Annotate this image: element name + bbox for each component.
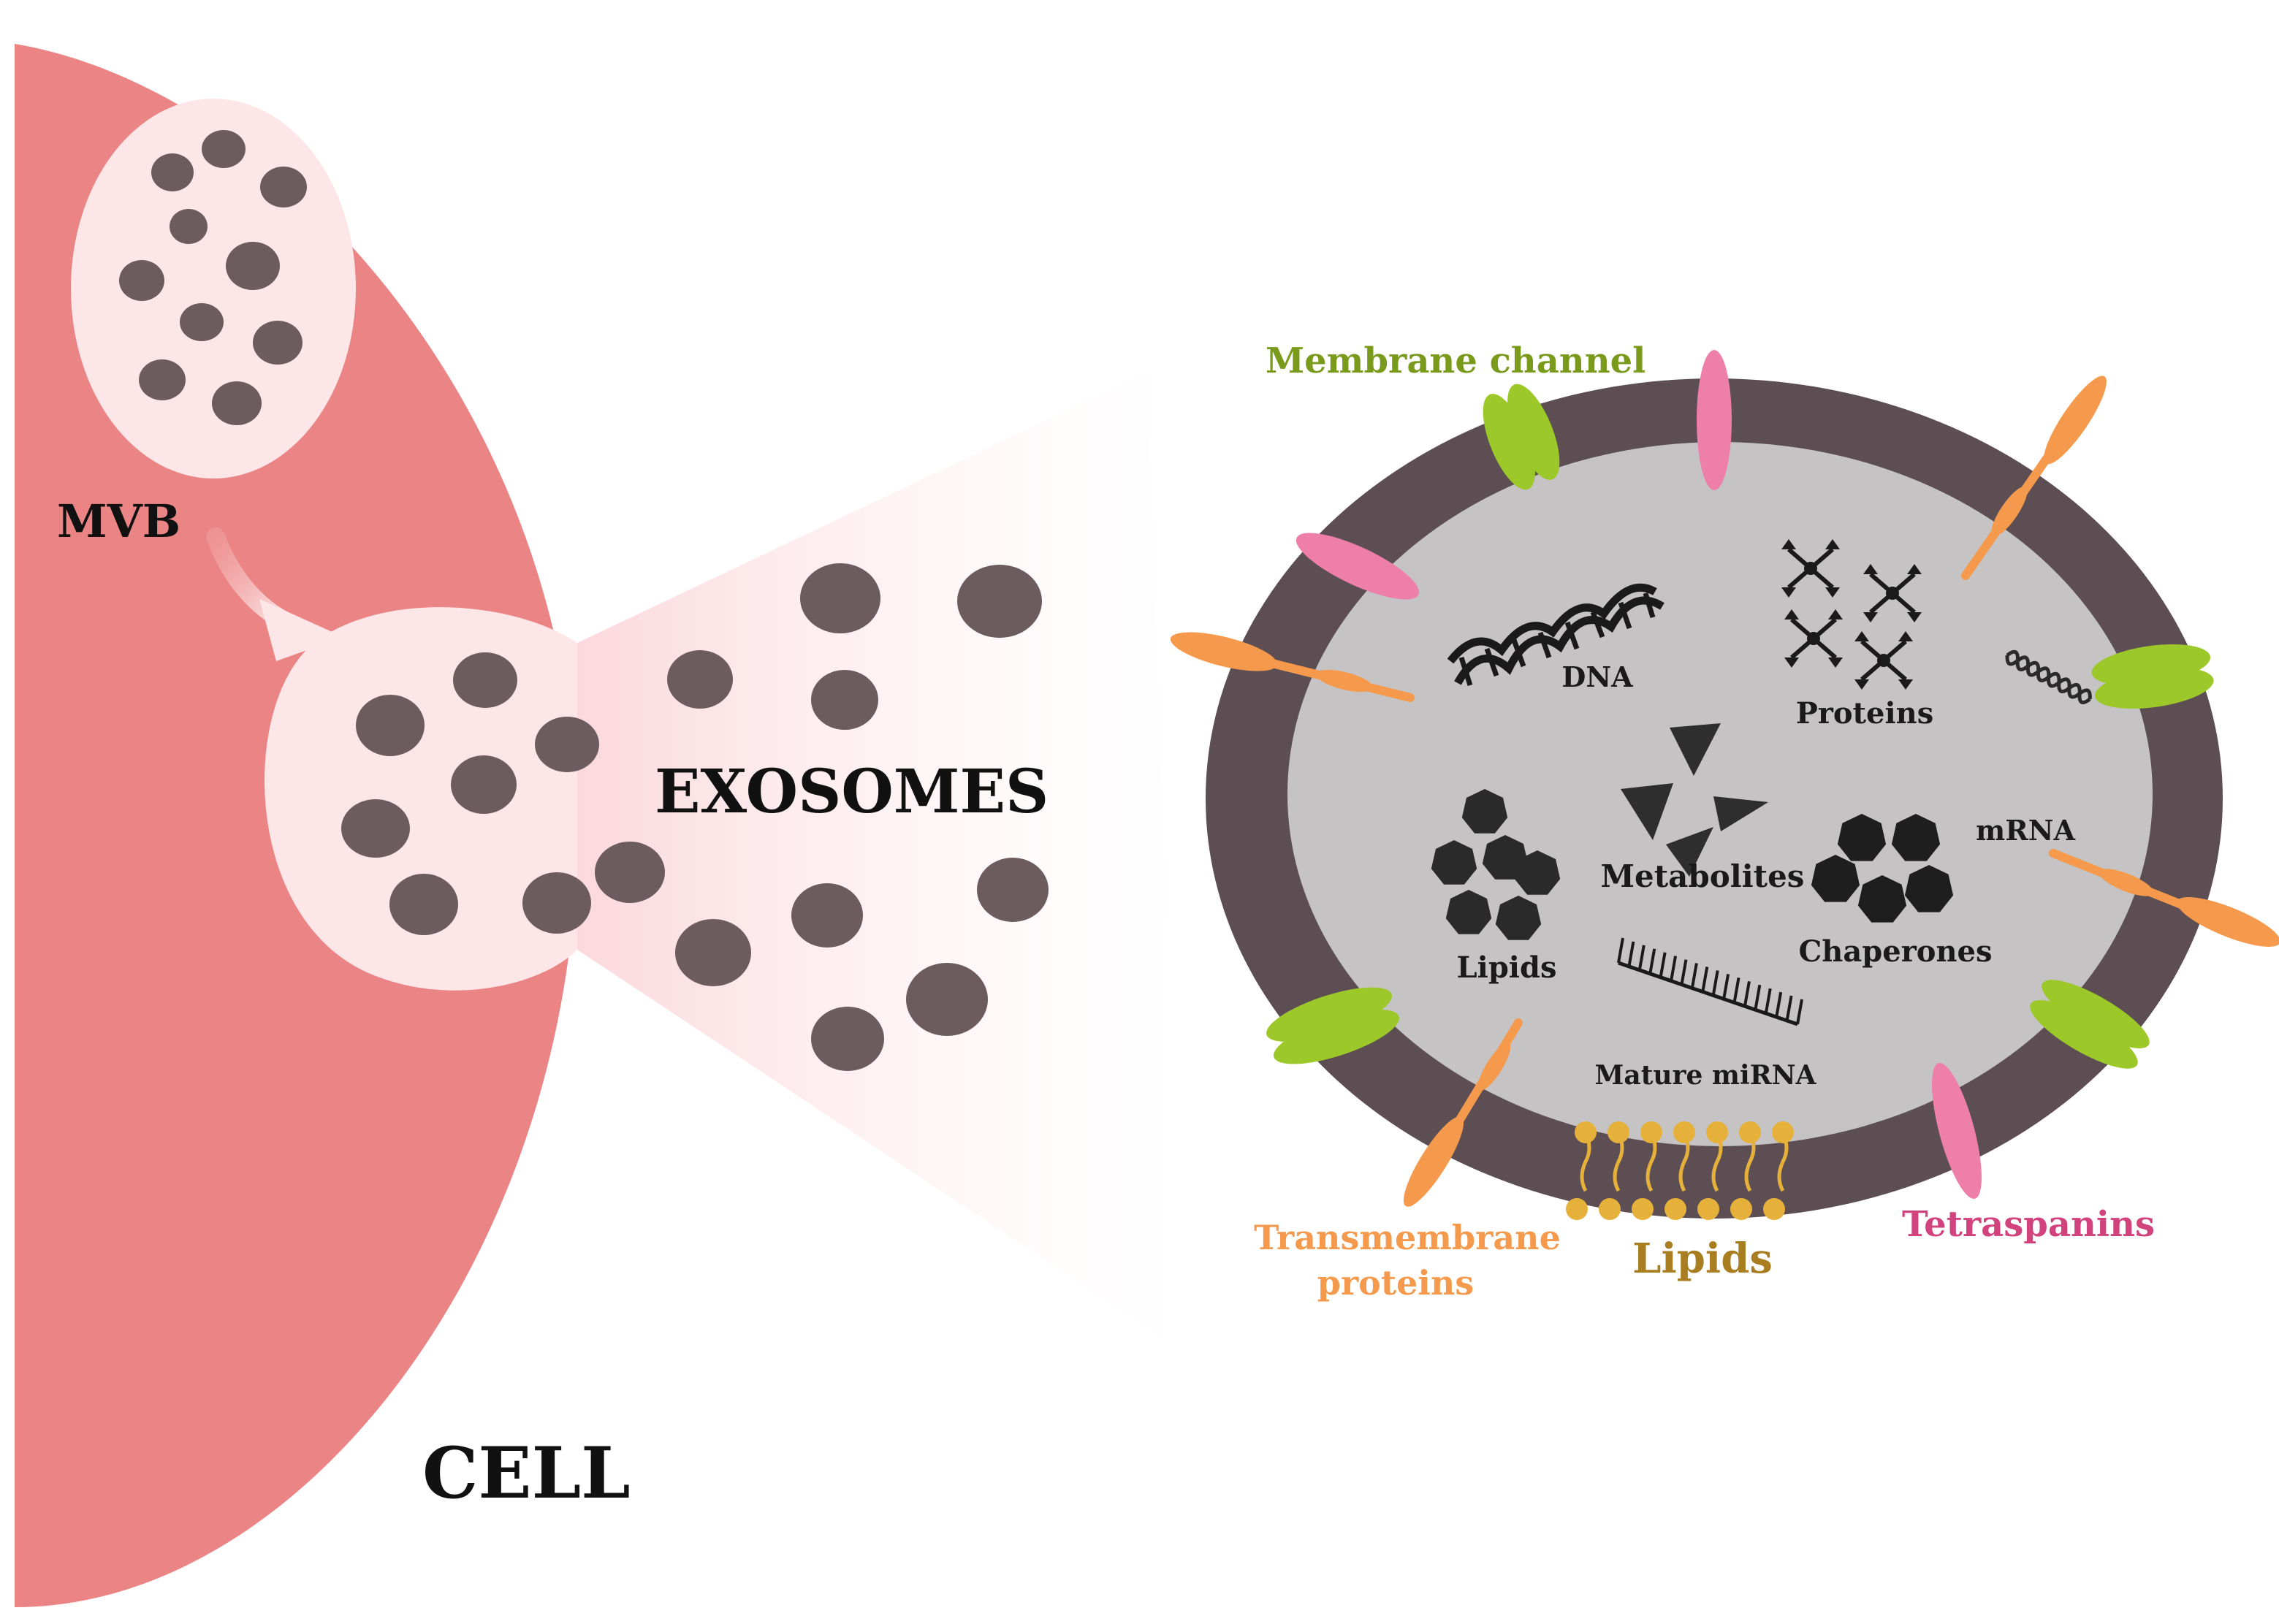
label-mvb: MVB xyxy=(57,495,180,548)
lipid-head xyxy=(1664,1198,1686,1220)
label-lipids-membrane: Lipids xyxy=(1632,1235,1773,1283)
lipid-droplet xyxy=(1482,835,1529,880)
protein-symbols xyxy=(1781,539,1922,690)
protein-symbol xyxy=(1781,539,1840,598)
label-chaperones: Chaperones xyxy=(1798,934,1992,969)
lipid-head xyxy=(1763,1198,1785,1220)
lipid-head xyxy=(1772,1121,1794,1143)
lipid-head xyxy=(1673,1121,1695,1143)
lipid-droplet xyxy=(1514,850,1561,895)
chaperone xyxy=(1837,814,1887,861)
label-proteins: Proteins xyxy=(1796,696,1934,731)
protein-symbol xyxy=(1854,631,1913,690)
label-dna: DNA xyxy=(1561,660,1633,693)
mvb-contents xyxy=(119,130,307,425)
lipid-droplet xyxy=(1445,890,1492,934)
lipid-head xyxy=(1739,1121,1761,1143)
mrna-coil xyxy=(2005,649,2092,705)
chaperone xyxy=(1811,855,1860,902)
lipid-bilayer xyxy=(1566,1121,1794,1220)
lipid-droplet xyxy=(1461,789,1508,834)
protein-symbol xyxy=(1784,609,1843,668)
exosome-lumen xyxy=(1287,442,2153,1146)
membrane-channels xyxy=(1266,384,2214,1069)
label-tetraspanins: Tetraspanins xyxy=(1902,1204,2155,1245)
mvb-arrow-head xyxy=(259,599,343,661)
label-exosomes: EXOSOMES xyxy=(655,757,1049,827)
budding-contents xyxy=(341,652,665,935)
released-exosomes xyxy=(667,563,1049,1071)
chaperone xyxy=(1904,865,1954,912)
lipid-head xyxy=(1706,1121,1728,1143)
lipid-head xyxy=(1599,1198,1621,1220)
label-lipids-inner: Lipids xyxy=(1457,950,1557,985)
dna-helix xyxy=(1447,583,1664,687)
lipid-head xyxy=(1608,1121,1629,1143)
protein-symbol xyxy=(1863,564,1922,622)
metabolites xyxy=(1621,723,1768,877)
lipid-head xyxy=(1566,1198,1588,1220)
chaperone-cluster xyxy=(1811,814,1954,923)
label-cell: CELL xyxy=(422,1432,631,1514)
transmembrane-proteins xyxy=(1171,375,2279,1207)
lipid-head xyxy=(1632,1198,1654,1220)
lipid-droplet xyxy=(1495,896,1542,940)
lipid-head xyxy=(1640,1121,1662,1143)
label-mature-mirna: Mature miRNA xyxy=(1595,1060,1817,1091)
label-transmembrane-2: proteins xyxy=(1317,1263,1474,1303)
lipid-head xyxy=(1730,1198,1752,1220)
label-mrna: mRNA xyxy=(1976,814,2076,847)
label-membrane-channel: Membrane channel xyxy=(1266,340,1645,381)
label-metabolites: Metabolites xyxy=(1601,858,1805,894)
lipid-head xyxy=(1697,1198,1719,1220)
zoom-cone xyxy=(577,373,1184,1352)
label-transmembrane: Transmembrane xyxy=(1254,1218,1561,1257)
chaperone xyxy=(1891,814,1941,861)
mature-mirna-comb xyxy=(1617,937,1803,1026)
lipid-droplet xyxy=(1431,840,1477,885)
inner-lipid-cluster xyxy=(1431,789,1561,940)
chaperone xyxy=(1857,875,1907,923)
tetraspanins xyxy=(1296,350,1982,1199)
lipid-head xyxy=(1575,1121,1597,1143)
